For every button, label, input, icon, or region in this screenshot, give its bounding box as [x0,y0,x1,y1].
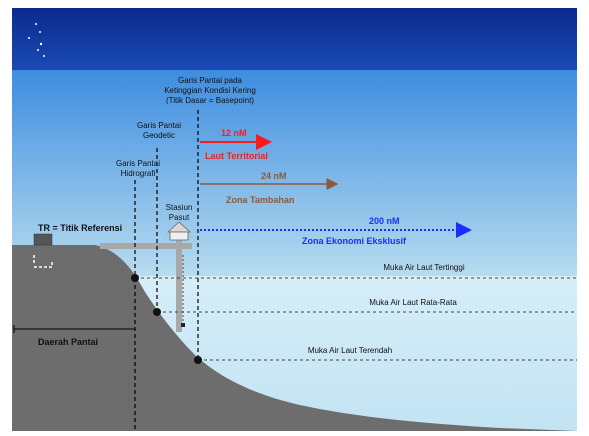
geodetic-label-line2: Geodetic [143,131,175,140]
tambahan-distance: 24 nM [261,171,287,181]
geodetic-label-line1: Garis Pantai [137,121,181,130]
basepoint-point [194,356,202,364]
territorial-name: Laut Territorial [205,151,268,161]
basepoint-label-line1: Garis Pantai pada [178,76,243,85]
water-level-tertinggi-label: Muka Air Laut Tertinggi [383,263,464,272]
hidrografi-point [131,274,139,282]
tide-station [100,221,192,332]
water-level-rata-rata-label: Muka Air Laut Rata-Rata [369,298,457,307]
sparkle-icon [28,23,45,57]
eksklusif-name: Zona Ekonomi Eksklusif [302,236,407,246]
territorial-distance: 12 nM [221,128,247,138]
basepoint-label-line3: (Titik Dasar = Basepoint) [166,96,254,105]
hidrografi-label-line1: Garis Pantai [116,159,160,168]
hidrografi-label-line2: Hidrografi [121,169,156,178]
tr-label: TR = Titik Referensi [38,223,122,233]
stasiun-label-line1: Stasiun [166,203,193,212]
water-level-terendah-label: Muka Air Laut Terendah [308,346,392,355]
daerah-pantai-label: Daerah Pantai [38,337,98,347]
tambahan-name: Zona Tambahan [226,195,294,205]
geodetic-point [153,308,161,316]
reference-underground [33,255,53,268]
stasiun-label-line2: Pasut [169,213,190,222]
sky-area [12,70,577,276]
eksklusif-distance: 200 nM [369,216,400,226]
header-band [12,8,577,70]
land-profile [12,245,577,431]
basepoint-label-line2: Ketinggian Kondisi Kering [164,86,256,95]
reference-marker [33,233,53,246]
